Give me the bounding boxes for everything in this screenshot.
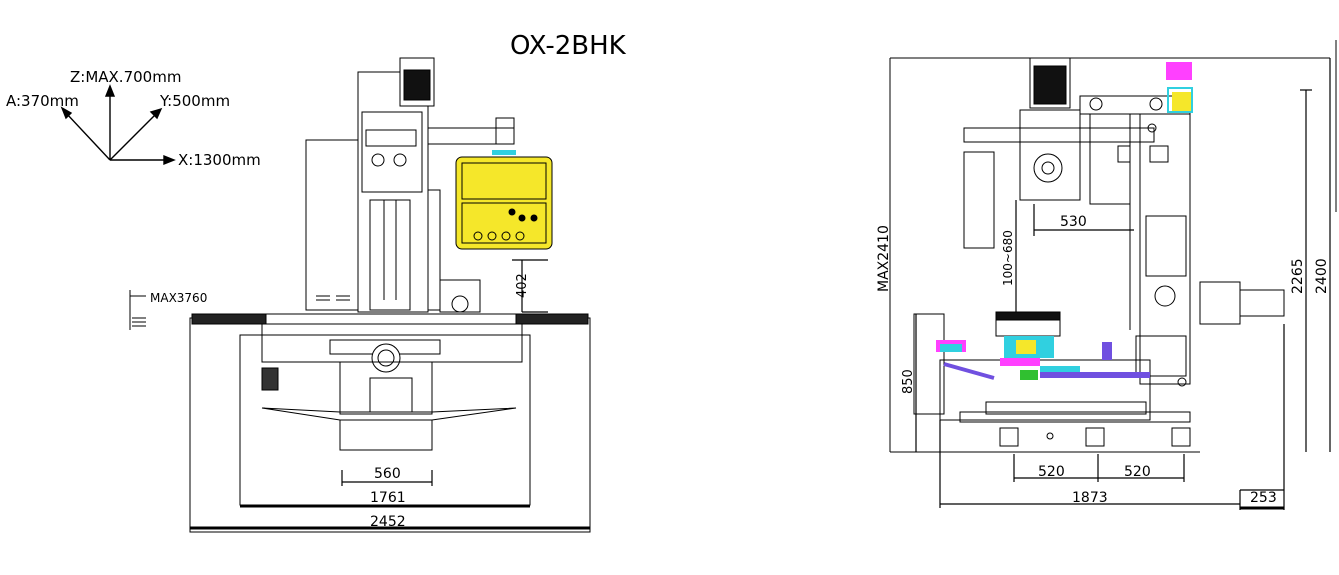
side-dim-520-right: 520 bbox=[1124, 464, 1151, 480]
side-dim-520-left: 520 bbox=[1038, 464, 1065, 480]
side-dim-max2410: MAX2410 bbox=[876, 225, 892, 292]
front-dimensions bbox=[190, 259, 590, 530]
side-view bbox=[889, 57, 1330, 453]
side-dim-100-680: 100~680 bbox=[1001, 230, 1015, 286]
front-dim-402: 402 bbox=[515, 273, 530, 298]
side-dim-1873: 1873 bbox=[1072, 490, 1108, 506]
drawing-title: OX-2BHK bbox=[510, 31, 627, 61]
axis-diagram bbox=[60, 84, 176, 166]
axis-a-label: A:370mm bbox=[6, 92, 79, 110]
front-max-length: MAX3760 bbox=[150, 291, 207, 305]
side-dim-253: 253 bbox=[1250, 490, 1277, 506]
control-panel bbox=[455, 150, 553, 250]
axis-x-label: X:1300mm bbox=[178, 151, 261, 169]
side-dimensions bbox=[915, 58, 1331, 510]
axis-y-label: Y:500mm bbox=[159, 92, 230, 110]
side-color-marks bbox=[936, 62, 1193, 380]
front-view bbox=[129, 57, 591, 533]
side-dim-2265: 2265 bbox=[1290, 258, 1306, 294]
front-dim-2452: 2452 bbox=[370, 514, 406, 530]
front-dim-1761: 1761 bbox=[370, 490, 406, 506]
axis-z-label: Z:MAX.700mm bbox=[70, 68, 181, 86]
side-dim-530: 530 bbox=[1060, 214, 1087, 230]
side-dim-850: 850 bbox=[901, 369, 916, 394]
side-dim-2400: 2400 bbox=[1314, 258, 1330, 294]
front-dim-560: 560 bbox=[374, 466, 401, 482]
